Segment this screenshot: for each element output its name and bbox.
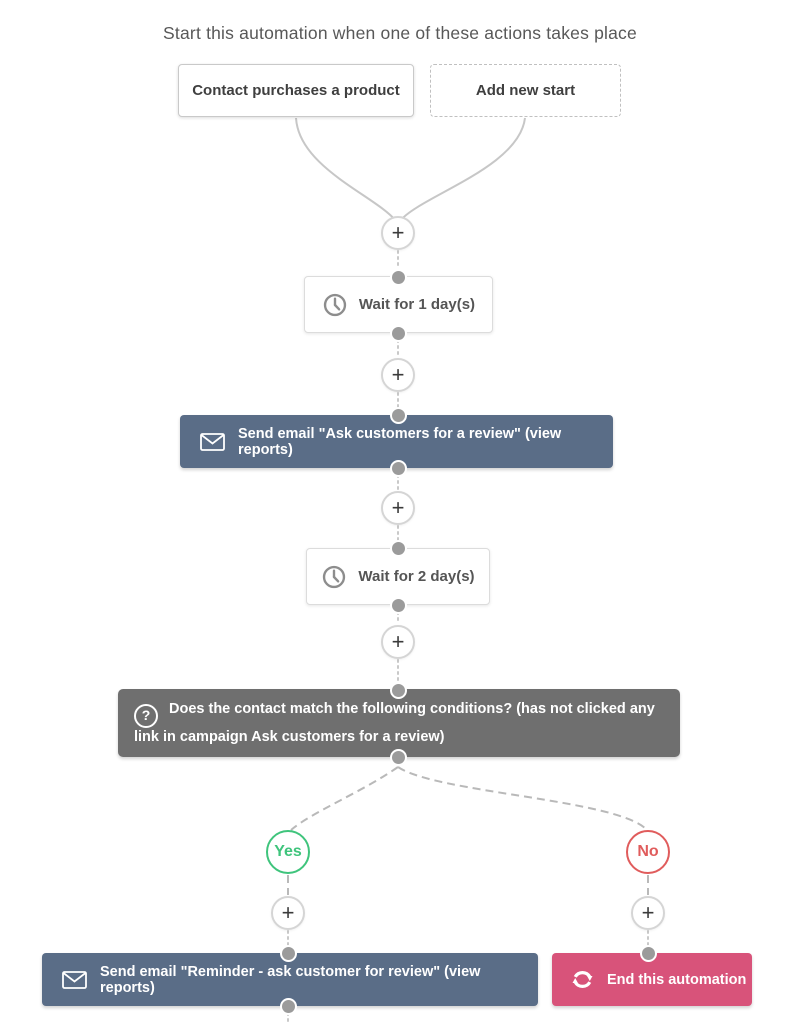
condition-label: Does the contact match the following con… [134,701,655,745]
end-automation-label: End this automation [607,971,747,988]
trigger-label: Contact purchases a product [192,82,400,99]
clock-icon [321,564,347,590]
connector-dot [279,997,297,1015]
connector-dot [389,539,407,557]
connector-dot [389,748,407,766]
add-node-button-4[interactable]: + [381,625,415,659]
question-icon: ? [134,703,158,728]
plus-icon: + [641,900,655,925]
end-automation-node[interactable]: End this automation [552,953,752,1006]
connector-dot [389,459,407,477]
connector-dot [389,324,407,342]
add-node-button-no-branch[interactable]: + [631,896,665,930]
branch-no-label: No [637,843,659,860]
wait-label: Wait for 2 day(s) [358,568,475,585]
connector-dot [389,596,407,614]
send-email-node-1[interactable]: Send email "Ask customers for a review" … [180,415,613,468]
page-title: Start this automation when one of these … [163,23,637,43]
wait-label: Wait for 1 day(s) [358,296,476,313]
connector-dot [279,944,297,962]
send-email-node-2[interactable]: Send email "Reminder - ask customer for … [42,953,538,1006]
add-node-button-1[interactable]: + [381,216,415,250]
add-new-start-label: Add new start [475,82,576,99]
connector-dot [389,681,407,699]
connector-dot [389,406,407,424]
connector-dot [389,268,407,286]
branch-yes-label: Yes [274,843,302,860]
plus-icon: + [391,495,405,520]
connector-dot [639,944,657,962]
branch-no-circle: No [626,830,670,874]
plus-icon: + [281,900,295,925]
add-node-button-2[interactable]: + [381,358,415,392]
condition-node[interactable]: ?Does the contact match the following co… [118,689,680,757]
send-email-label: Send email "Ask customers for a review" … [238,425,562,458]
add-new-start-button[interactable]: Add new start [430,64,621,117]
plus-icon: + [391,220,405,245]
refresh-icon [570,967,595,992]
envelope-icon [200,432,225,451]
branch-yes-circle: Yes [266,830,310,874]
plus-icon: + [391,629,405,654]
wait-node-2[interactable]: Wait for 2 day(s) [306,548,490,605]
add-node-button-yes-branch[interactable]: + [271,896,305,930]
send-email-label: Send email "Reminder - ask customer for … [100,963,481,996]
add-node-button-3[interactable]: + [381,491,415,525]
trigger-node-contact-purchases[interactable]: Contact purchases a product [178,64,414,117]
clock-icon [322,292,348,318]
envelope-icon [62,970,87,989]
plus-icon: + [391,362,405,387]
